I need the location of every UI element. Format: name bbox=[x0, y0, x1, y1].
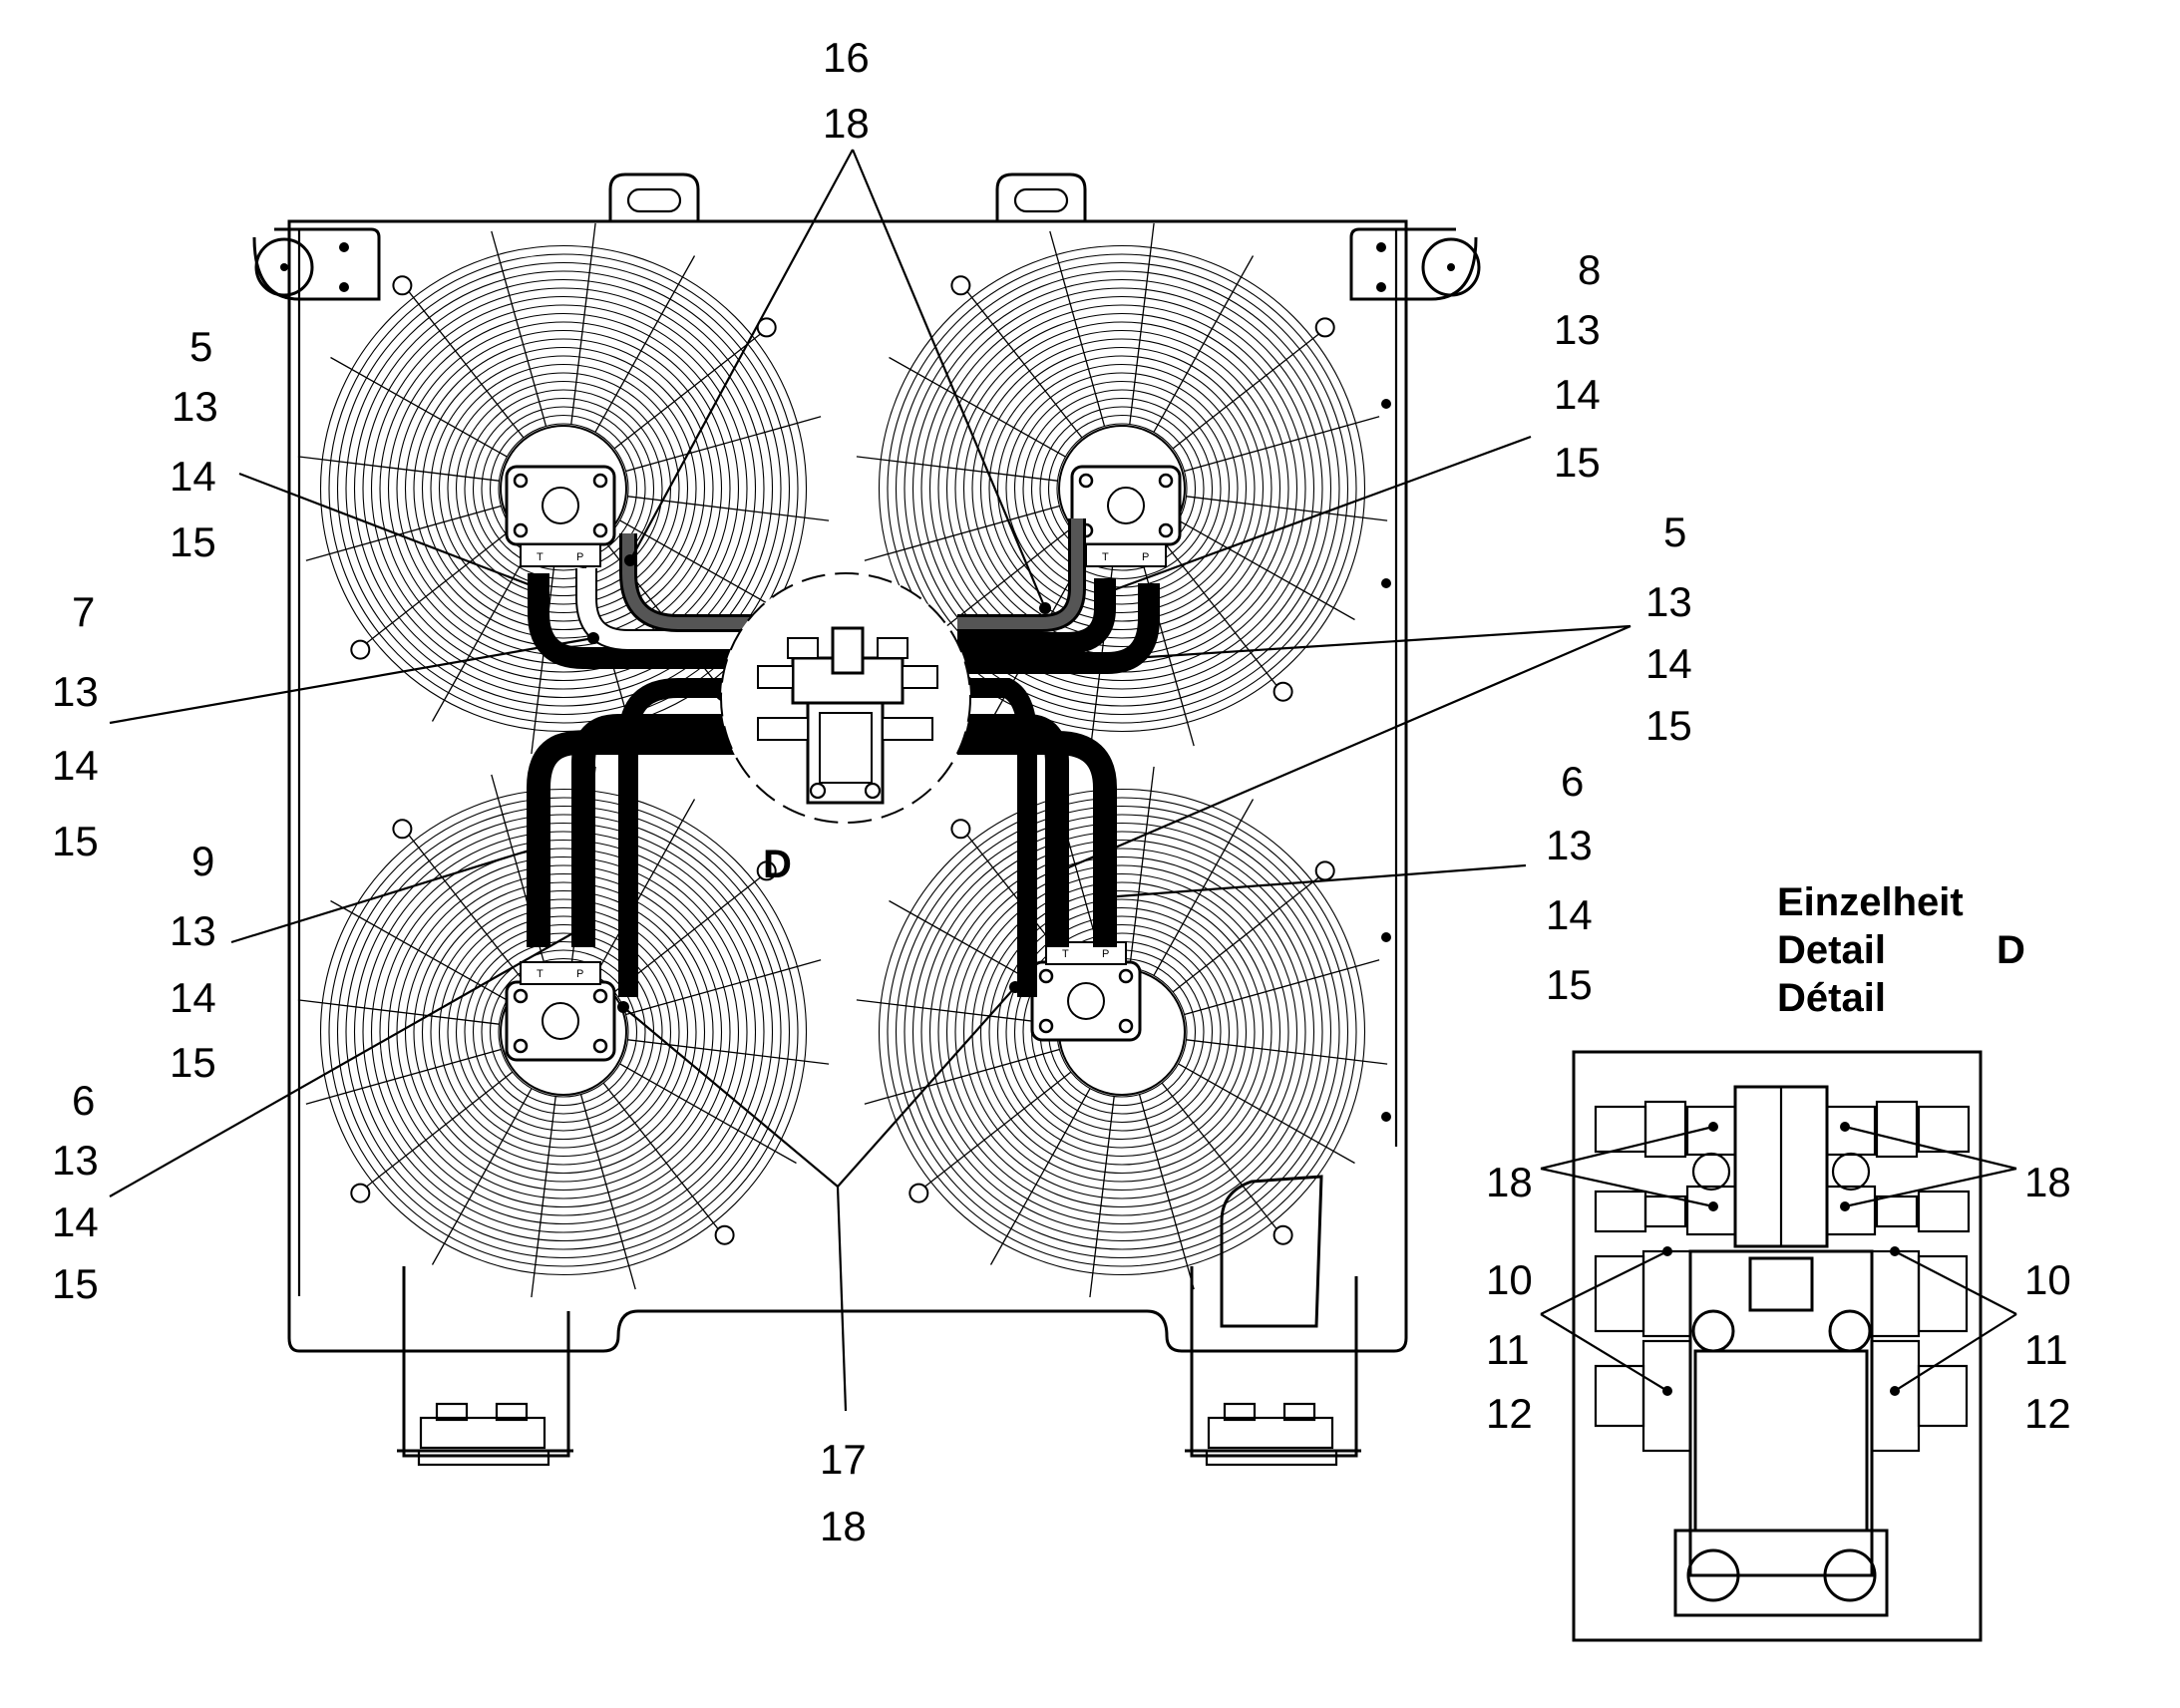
callout-text: 12 bbox=[2024, 1390, 2071, 1437]
callout-right-lower: 6 13 14 15 bbox=[1546, 758, 1593, 1008]
callout-text: 5 bbox=[189, 323, 212, 370]
callout-text: 6 bbox=[72, 1077, 95, 1124]
port-letter-p: P bbox=[576, 968, 583, 980]
callout-top-center: 16 18 bbox=[823, 34, 870, 147]
callout-text: 14 bbox=[52, 742, 99, 789]
callout-text: 18 bbox=[1486, 1159, 1533, 1205]
detail-title-line1: Einzelheit bbox=[1777, 880, 1964, 924]
callout-text: 6 bbox=[1561, 758, 1584, 805]
callout-text: 14 bbox=[1554, 371, 1601, 418]
callout-text: 14 bbox=[170, 974, 216, 1021]
callout-text: 17 bbox=[820, 1436, 867, 1483]
callout-text: 13 bbox=[170, 907, 216, 954]
port-letter-t: T bbox=[537, 551, 544, 563]
leader-lines bbox=[109, 149, 1632, 1412]
callout-text: 11 bbox=[2024, 1326, 2068, 1373]
callout-bottom-center: 17 18 bbox=[820, 1436, 867, 1549]
callout-detail-left: 18 10 11 12 bbox=[1486, 1159, 1533, 1437]
frame-plate bbox=[252, 172, 1481, 1467]
callout-text: 18 bbox=[823, 100, 870, 147]
callout-right-upper: 8 13 14 15 bbox=[1554, 246, 1601, 486]
callout-detail-right: 18 10 11 12 bbox=[2024, 1159, 2071, 1437]
callout-text: 15 bbox=[1554, 439, 1601, 486]
callout-text: 13 bbox=[1554, 306, 1601, 353]
callout-text: 14 bbox=[1645, 640, 1692, 687]
detail-title-letter: D bbox=[1997, 928, 2025, 972]
callout-text: 13 bbox=[1645, 578, 1692, 625]
callout-text: 13 bbox=[52, 1137, 99, 1184]
callout-text: 15 bbox=[52, 818, 99, 864]
callout-text: 12 bbox=[1486, 1390, 1533, 1437]
callout-text: 13 bbox=[172, 383, 218, 430]
callout-left-middle: 7 13 14 15 bbox=[52, 588, 99, 864]
callout-text: 14 bbox=[1546, 891, 1593, 938]
callout-text: 5 bbox=[1663, 509, 1686, 555]
port-letter-t: T bbox=[1102, 551, 1109, 563]
detail-title: Einzelheit Detail D Détail bbox=[1777, 880, 2025, 1020]
callout-text: 14 bbox=[52, 1198, 99, 1245]
callout-text: 7 bbox=[72, 588, 95, 635]
callout-labels: 16 18 5 13 14 15 7 13 14 15 9 13 14 15 6… bbox=[52, 34, 2071, 1549]
port-letter-p: P bbox=[576, 551, 583, 563]
callout-left-upper: 5 13 14 15 bbox=[170, 323, 218, 565]
callout-text: 10 bbox=[2024, 1256, 2071, 1303]
port-letter-t: T bbox=[1062, 948, 1069, 960]
callout-text: 13 bbox=[52, 668, 99, 715]
callout-text: 10 bbox=[1486, 1256, 1533, 1303]
callout-text: 15 bbox=[52, 1260, 99, 1307]
port-letter-t: T bbox=[537, 968, 544, 980]
port-letter-p: P bbox=[1102, 948, 1109, 960]
detail-title-line3: Détail bbox=[1777, 976, 1886, 1020]
callout-text: 16 bbox=[823, 34, 870, 81]
port-letter-p: P bbox=[1142, 551, 1149, 563]
detail-title-line2: Detail bbox=[1777, 928, 1886, 972]
fan-guard-lower-right bbox=[856, 766, 1388, 1298]
callout-text: 15 bbox=[170, 518, 216, 565]
callout-text: 18 bbox=[2024, 1159, 2071, 1205]
callout-right-middle: 5 13 14 15 bbox=[1645, 509, 1692, 749]
callout-text: 13 bbox=[1546, 822, 1593, 868]
callout-text: 18 bbox=[820, 1503, 867, 1549]
callout-text: 15 bbox=[1645, 702, 1692, 749]
callout-text: 15 bbox=[1546, 961, 1593, 1008]
callout-text: 15 bbox=[170, 1039, 216, 1086]
callout-text: 8 bbox=[1578, 246, 1601, 293]
callout-left-lower-b: 6 13 14 15 bbox=[52, 1077, 99, 1307]
callout-text: 14 bbox=[170, 453, 216, 500]
detail-d-inset bbox=[1540, 1050, 2017, 1642]
callout-text: 9 bbox=[191, 838, 214, 884]
detail-marker-d: D bbox=[763, 843, 792, 886]
callout-text: 11 bbox=[1486, 1326, 1530, 1373]
hydraulic-hoses bbox=[527, 518, 1160, 997]
callout-left-lower-a: 9 13 14 15 bbox=[170, 838, 216, 1086]
